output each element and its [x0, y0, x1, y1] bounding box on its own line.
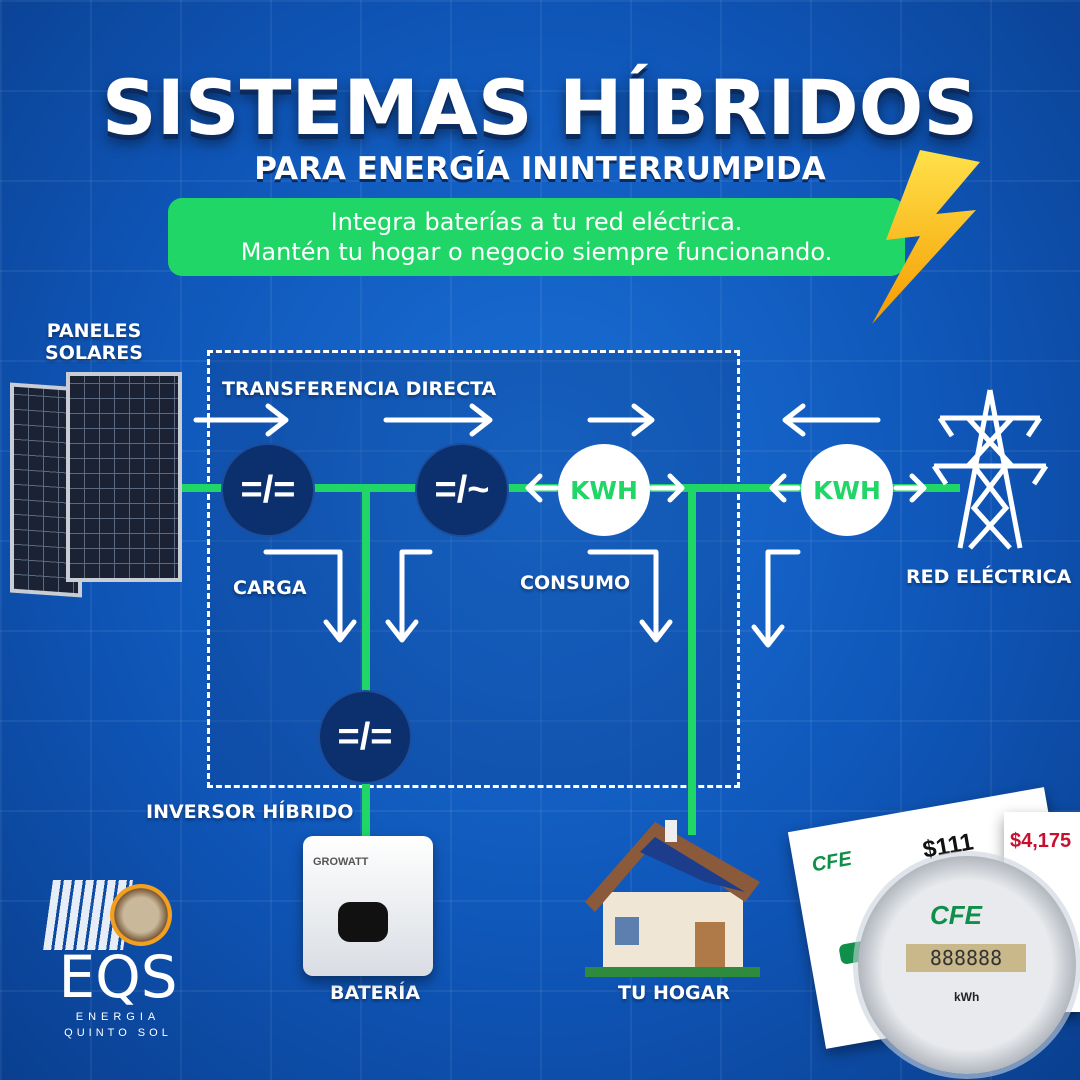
eqs-logo: EQS ENERGIA QUINTO SOL — [43, 880, 188, 1040]
page-title: SISTEMAS HÍBRIDOS — [101, 63, 979, 152]
hybrid-inverter-label: INVERSOR HÍBRIDO — [146, 801, 354, 823]
direct-transfer-label: TRANSFERENCIA DIRECTA — [222, 378, 497, 400]
bill-amount-2: $4,175 — [1010, 830, 1072, 852]
battery-label: BATERÍA — [330, 982, 421, 1004]
kwh-meter-1: KWH — [558, 444, 650, 536]
solar-panels-label: PANELES SOLARES — [44, 320, 144, 364]
consumption-label: CONSUMO — [520, 572, 631, 594]
logo-line-1: ENERGIA — [75, 1011, 161, 1023]
battery-device: GROWATT — [303, 836, 433, 976]
sun-emblem-icon — [110, 884, 172, 946]
arrow-right-icon — [587, 403, 655, 437]
arrow-down-icon — [385, 549, 433, 643]
battery-brand: GROWATT — [313, 856, 369, 868]
dc-dc-converter: =/= — [221, 443, 315, 537]
arrow-right-icon — [193, 403, 289, 437]
logo-line-2: QUINTO SOL — [64, 1027, 172, 1039]
lightning-icon — [872, 150, 980, 324]
meter-unit: kWh — [954, 990, 980, 1004]
grid-label: RED ELÉCTRICA — [906, 566, 1072, 588]
bill-provider: CFE — [810, 847, 854, 877]
home-label: TU HOGAR — [618, 982, 730, 1004]
kwh-meter-2: KWH — [801, 444, 893, 536]
solar-panels-label-2: SOLARES — [45, 342, 143, 364]
arrow-left-icon — [782, 403, 881, 437]
logo-name: EQS — [58, 943, 178, 1011]
info-banner: Integra baterías a tu red eléctrica. Man… — [168, 198, 905, 276]
electric-meter: CFE 888888 kWh — [858, 856, 1076, 1074]
page-subtitle: PARA ENERGÍA ININTERRUMPIDA — [254, 151, 826, 187]
solar-panel-icon — [66, 372, 182, 582]
arrow-left-icon — [525, 473, 559, 503]
meter-display: 888888 — [906, 944, 1026, 972]
charge-label: CARGA — [233, 577, 307, 599]
battery-display — [338, 902, 388, 942]
battery-converter: =/= — [318, 690, 412, 784]
arrow-right-icon — [893, 473, 927, 503]
arrow-down-icon — [263, 549, 357, 643]
arrow-left-icon — [769, 473, 801, 503]
arrow-right-icon — [383, 403, 493, 437]
banner-line-1: Integra baterías a tu red eléctrica. — [330, 208, 743, 236]
banner-line-2: Mantén tu hogar o negocio siempre funcio… — [240, 238, 833, 266]
arrow-down-icon — [587, 549, 673, 643]
arrow-down-icon — [751, 549, 801, 648]
solar-panels-label-1: PANELES — [46, 320, 142, 342]
arrow-right-icon — [649, 473, 685, 503]
dc-ac-converter: =/~ — [415, 443, 509, 537]
house-icon — [585, 820, 760, 977]
meter-brand: CFE — [930, 900, 982, 930]
transmission-tower-icon — [931, 389, 1049, 550]
